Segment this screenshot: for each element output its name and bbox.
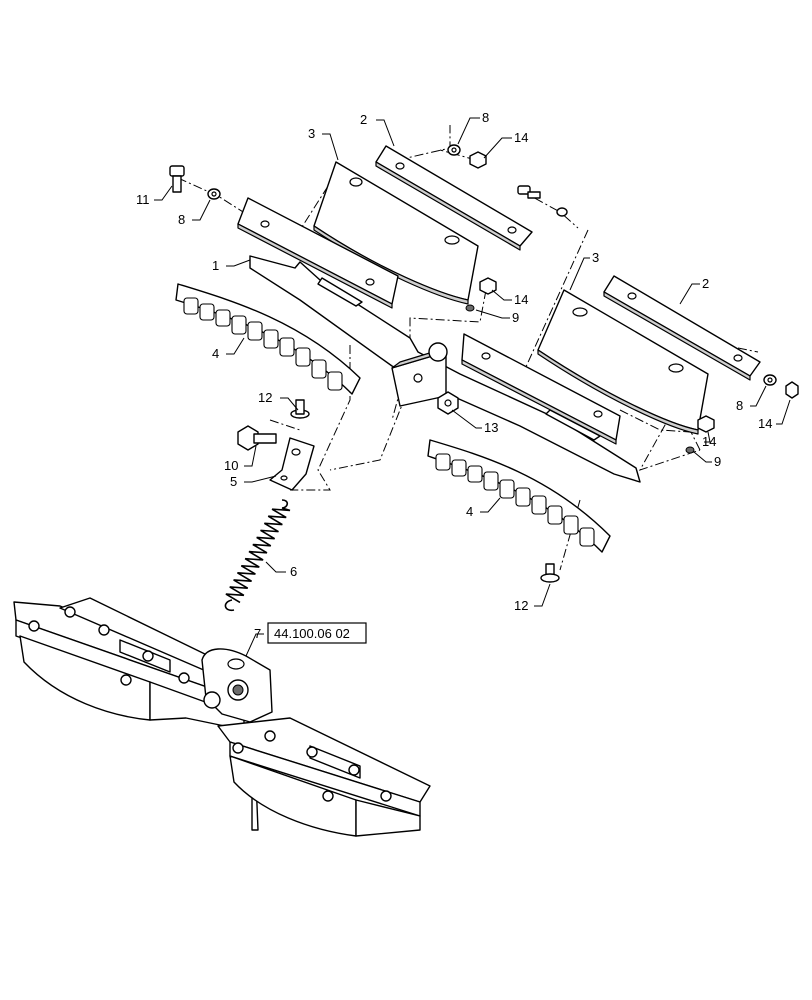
label-item-5: 5 (230, 474, 237, 489)
label-item-9: 9 (512, 310, 519, 325)
label-item-2: 2 (702, 276, 709, 291)
leader-lines (154, 117, 791, 657)
label-item-1: 1 (212, 258, 219, 273)
wear-strip-upper (375, 145, 533, 251)
label-item-8: 8 (482, 110, 489, 125)
label-item-14: 14 (702, 434, 716, 449)
washer-8-top (447, 144, 461, 156)
nut-14-right (697, 415, 715, 433)
scraper-bar (237, 197, 641, 483)
reference-number[interactable]: 44.100.06 02 (274, 626, 350, 641)
label-item-10: 10 (224, 458, 238, 473)
spring-6 (224, 499, 291, 612)
rubber-scraper-upper (175, 283, 361, 395)
label-item-3: 3 (592, 250, 599, 265)
washer-9-mid (465, 304, 475, 312)
screw-12-upper (290, 399, 310, 419)
label-item-4: 4 (212, 346, 219, 361)
washer-8-right (763, 374, 777, 386)
spring-coil (224, 499, 291, 612)
label-item-14: 14 (514, 292, 528, 307)
scraper-assembly-7 (13, 597, 431, 837)
label-item-3: 3 (308, 126, 315, 141)
label-item-4: 4 (466, 504, 473, 519)
label-item-13: 13 (484, 420, 498, 435)
label-item-8: 8 (178, 212, 185, 227)
wear-strip-lower (603, 275, 761, 381)
label-item-12: 12 (258, 390, 272, 405)
washer-9-right (685, 446, 695, 454)
reference-box (267, 622, 367, 644)
nut-14-far-right (785, 381, 799, 399)
label-item-12: 12 (514, 598, 528, 613)
rubber-scraper-lower (427, 439, 611, 553)
label-item-14: 14 (758, 416, 772, 431)
bolt-10 (237, 425, 277, 451)
bolt-11 (169, 165, 185, 193)
callout-labels: 2 3 8 14 11 8 1 3 2 14 9 4 12 8 14 13 14… (136, 110, 772, 644)
label-item-8: 8 (736, 398, 743, 413)
shield-plate-lower (537, 289, 709, 435)
label-item-11: 11 (136, 192, 150, 207)
nut-14-top (469, 151, 487, 169)
label-item-9: 9 (714, 454, 721, 469)
label-item-2: 2 (360, 112, 367, 127)
label-item-6: 6 (290, 564, 297, 579)
bolt-upper-small (517, 185, 568, 217)
label-item-7: 7 (254, 626, 261, 641)
screw-12-lower (540, 563, 560, 583)
nut-13 (437, 391, 459, 415)
label-item-14: 14 (514, 130, 528, 145)
washer-8-left (207, 188, 221, 200)
bracket-5 (269, 437, 315, 491)
